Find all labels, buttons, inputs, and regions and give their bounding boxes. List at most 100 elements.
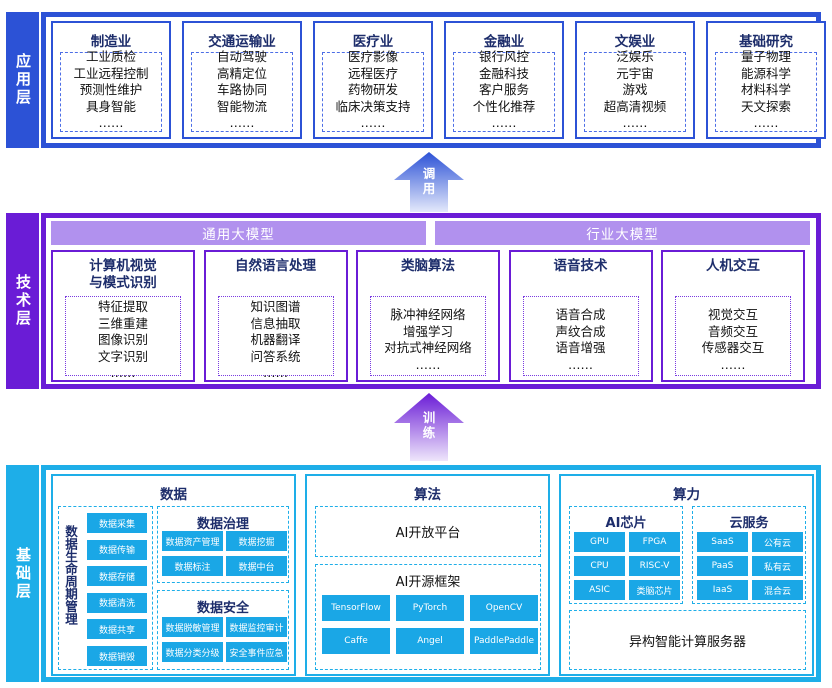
ai-framework-item: TensorFlow xyxy=(322,595,390,621)
ai-framework-item: PaddlePaddle xyxy=(470,628,538,654)
industry-item: …… xyxy=(360,115,386,130)
industry-item-list: 银行风控金融科技客户服务个性化推荐…… xyxy=(454,49,554,132)
industry-item: 能源科学 xyxy=(740,65,791,81)
data-governance-title: 数据治理 xyxy=(196,517,249,532)
industry-items-box: 量子物理能源科学材料科学天文探索…… xyxy=(715,49,817,132)
data-lifecycle-box: 数据生命周期管理 数据采集数据传输数据存储数据清洗数据共享数据销毁 xyxy=(58,506,153,670)
technology-title-line: 计算机视觉 xyxy=(89,258,157,274)
technology-item-list: 语音合成声纹合成语音增强…… xyxy=(524,307,638,373)
technology-items-box: 知识图谱信息抽取机器翻译问答系统…… xyxy=(217,296,334,380)
technology-item-list: 视觉交互音频交互传感器交互…… xyxy=(676,307,790,373)
ai-framework-item: Angel xyxy=(396,628,464,654)
technology-title-line: 类脑算法 xyxy=(401,258,455,274)
technology-card: 语音技术语音合成声纹合成语音增强…… xyxy=(508,250,653,382)
cloud-service-item: PaaS xyxy=(697,556,748,576)
industry-item: 泛娱乐 xyxy=(616,49,654,64)
industry-items-box: 自动驾驶高精定位车路协同智能物流…… xyxy=(191,49,293,132)
data-lifecycle-item: 数据共享 xyxy=(87,619,147,640)
foundation-layer-label-text: 基础层 xyxy=(14,546,32,601)
algorithm-title: 算法 xyxy=(414,487,441,503)
technology-item: …… xyxy=(415,356,441,372)
technology-item: 传感器交互 xyxy=(701,340,765,355)
ai-open-platform: AI开放平台 xyxy=(315,506,541,557)
technology-item-list: 特征提取三维重建图像识别文字识别…… xyxy=(66,299,180,382)
technology-card: 类脑算法脉冲神经网络增强学习对抗式神经网络…… xyxy=(356,250,500,382)
data-lifecycle-item: 数据传输 xyxy=(87,539,147,560)
technology-item: 文字识别 xyxy=(97,348,148,364)
data-governance-item: 数据挖掘 xyxy=(226,531,287,551)
industry-item: 游戏 xyxy=(622,82,648,97)
application-layer-label-text: 应用层 xyxy=(14,53,32,107)
cloud-service-title: 云服务 xyxy=(729,516,769,531)
technology-item: 音频交互 xyxy=(707,323,758,339)
cloud-service-item: IaaS xyxy=(697,580,748,600)
data-lifecycle-label: 数据生命周期管理 xyxy=(63,525,78,625)
heterogeneous-server-label: 异构智能计算服务器 xyxy=(628,634,746,650)
call-arrow-char-1: 调 xyxy=(422,166,436,181)
technology-items-box: 脉冲神经网络增强学习对抗式神经网络…… xyxy=(370,296,486,376)
industry-item: 具身智能 xyxy=(85,98,136,114)
technology-item: 知识图谱 xyxy=(250,299,301,314)
train-arrow-char-1: 训 xyxy=(422,410,436,425)
technology-item: 声纹合成 xyxy=(555,323,606,339)
heterogeneous-server: 异构智能计算服务器 xyxy=(569,610,806,670)
industry-card: 基础研究量子物理能源科学材料科学天文探索…… xyxy=(706,21,826,139)
technology-item: 对抗式神经网络 xyxy=(384,340,472,355)
industry-item: 客户服务 xyxy=(478,82,529,97)
technology-title: 类脑算法 xyxy=(358,258,498,275)
technology-title-line: 语音技术 xyxy=(553,258,608,274)
industry-items-box: 泛娱乐元宇宙游戏超高清视频…… xyxy=(584,49,686,132)
industry-item: …… xyxy=(491,115,517,130)
technology-item: 特征提取 xyxy=(97,299,148,314)
data-security-title: 数据安全 xyxy=(196,601,249,616)
industry-item: 临床决策支持 xyxy=(335,98,411,114)
industry-item-list: 工业质检工业远程控制预测性维护具身智能…… xyxy=(61,49,161,132)
industry-item: 高精定位 xyxy=(216,65,267,81)
technology-item: 机器翻译 xyxy=(250,332,301,347)
technology-card: 计算机视觉与模式识别特征提取三维重建图像识别文字识别…… xyxy=(51,250,195,382)
industry-item: 金融科技 xyxy=(478,65,529,81)
technology-title: 语音技术 xyxy=(511,258,651,275)
technology-item: 脉冲神经网络 xyxy=(390,307,466,322)
compute-title: 算力 xyxy=(673,487,700,503)
data-panel: 数据 数据生命周期管理 数据采集数据传输数据存储数据清洗数据共享数据销毁 数据治… xyxy=(51,474,296,676)
cloud-service-item: SaaS xyxy=(697,532,748,552)
industry-title: 制造业 xyxy=(90,34,132,50)
ai-chip-item: RISC-V xyxy=(629,556,680,576)
industry-item: 医疗影像 xyxy=(347,49,398,64)
technology-items-box: 视觉交互音频交互传感器交互…… xyxy=(675,296,791,376)
industry-card: 医疗业医疗影像远程医疗药物研发临床决策支持…… xyxy=(313,21,433,139)
foundation-layer-label: 基础层 xyxy=(6,465,39,682)
data-lifecycle-item: 数据清洗 xyxy=(87,592,147,613)
technology-item: 问答系统 xyxy=(250,348,301,364)
call-arrow-char-2: 用 xyxy=(422,181,436,196)
industry-model-band: 行业大模型 xyxy=(435,221,810,245)
general-model-band: 通用大模型 xyxy=(51,221,426,245)
technology-item: 语音合成 xyxy=(555,307,606,322)
industry-items-box: 银行风控金融科技客户服务个性化推荐…… xyxy=(453,49,555,132)
industry-item: 车路协同 xyxy=(216,82,267,97)
train-arrow-char-2: 练 xyxy=(422,425,436,440)
ai-framework-item: OpenCV xyxy=(470,595,538,621)
technology-item: 增强学习 xyxy=(402,323,453,339)
technology-items-box: 特征提取三维重建图像识别文字识别…… xyxy=(65,296,181,380)
industry-item: 材料科学 xyxy=(740,82,791,97)
technology-items-box: 语音合成声纹合成语音增强…… xyxy=(522,296,639,376)
ai-chip-item: FPGA xyxy=(629,532,680,552)
train-arrow-label: 训 练 xyxy=(418,410,440,440)
application-layer-label: 应用层 xyxy=(6,12,39,148)
cloud-service-item: 私有云 xyxy=(752,556,803,576)
industry-title: 交通运输业 xyxy=(208,34,276,50)
ai-chip-title: AI芯片 xyxy=(605,516,647,531)
data-governance-item: 数据资产管理 xyxy=(162,531,223,551)
technology-item: …… xyxy=(568,356,593,372)
technology-item: 语音增强 xyxy=(555,340,606,355)
industry-item: 药物研发 xyxy=(347,82,398,97)
industry-item-list: 量子物理能源科学材料科学天文探索…… xyxy=(716,49,816,132)
industry-item: 远程医疗 xyxy=(347,65,398,81)
industry-item: 智能物流 xyxy=(216,98,267,114)
